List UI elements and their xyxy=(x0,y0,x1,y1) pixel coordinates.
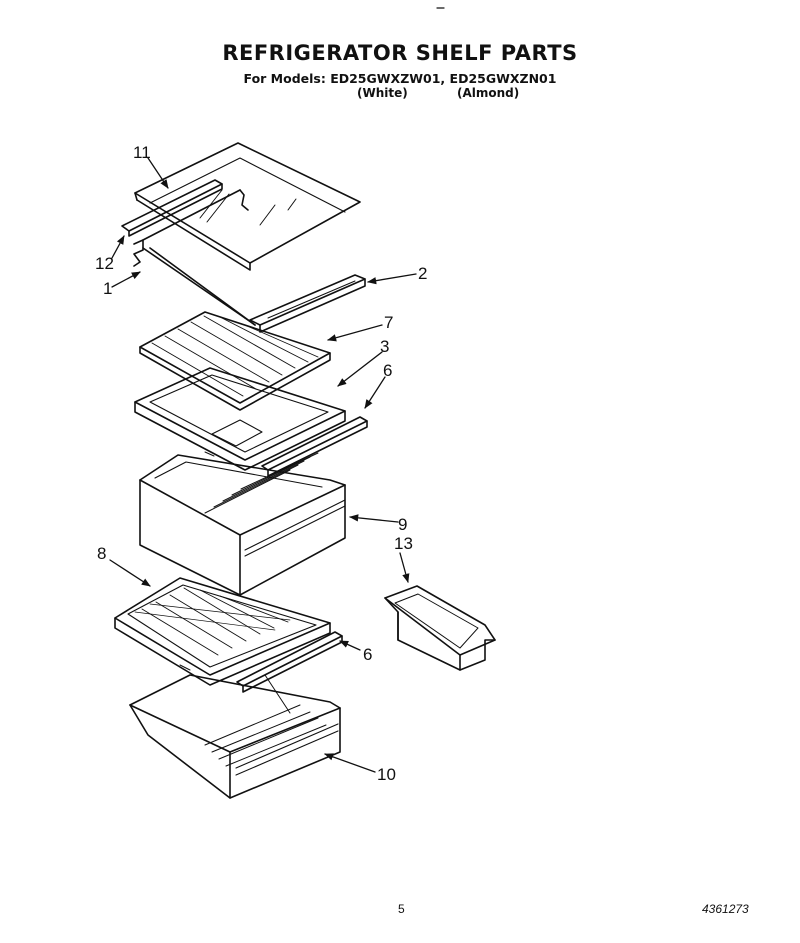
callout-7: 7 xyxy=(384,313,393,332)
callout-1: 1 xyxy=(103,279,112,298)
callout-10: 10 xyxy=(377,765,396,784)
crisper-cover-part-8 xyxy=(114,577,331,686)
callout-6-lower: 6 xyxy=(363,645,372,664)
callout-2: 2 xyxy=(418,264,427,283)
page-number: 5 xyxy=(398,902,405,916)
crisper-drawer-part-10 xyxy=(129,674,341,799)
document-number: 4361273 xyxy=(702,902,749,916)
callout-3: 3 xyxy=(380,337,389,356)
variant-white-label: (White) xyxy=(357,86,408,100)
page-title: REFRIGERATOR SHELF PARTS xyxy=(222,41,578,65)
callout-9: 9 xyxy=(398,515,407,534)
storage-bin-part-13 xyxy=(384,585,496,671)
crisper-cover-insert-part-7 xyxy=(139,311,331,411)
callout-11: 11 xyxy=(133,143,151,162)
callout-13: 13 xyxy=(394,534,413,553)
crisper-drawer-part-9 xyxy=(139,452,346,596)
crisper-cover-frame-part-3 xyxy=(134,367,346,471)
shelf-trim-part-12 xyxy=(121,179,223,237)
shelf-trim-part-2 xyxy=(244,274,366,333)
callout-8: 8 xyxy=(97,544,106,563)
model-numbers: For Models: ED25GWXZW01, ED25GWXZN01 xyxy=(243,71,557,86)
callout-6-upper: 6 xyxy=(383,361,392,380)
callout-12: 12 xyxy=(95,254,114,273)
variant-almond-label: (Almond) xyxy=(457,86,520,100)
shelf-frame-part-1 xyxy=(133,189,256,326)
glass-shelf-part-11 xyxy=(134,142,361,271)
